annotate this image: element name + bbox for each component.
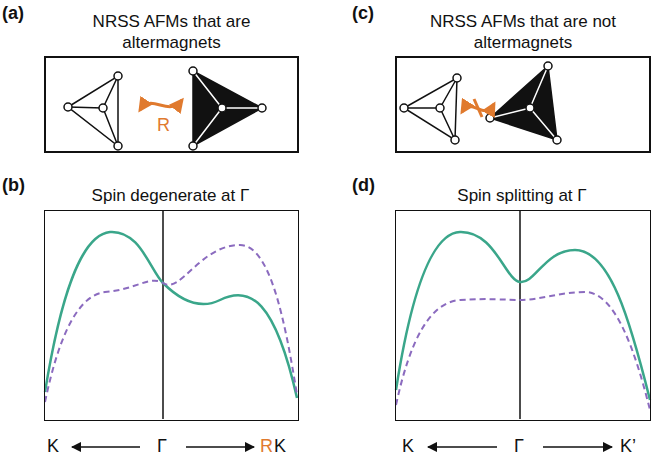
k-point: K (47, 436, 59, 457)
spin-down-band (396, 292, 650, 410)
structure-panel: NRSS AFMs that are not altermagnets (395, 56, 651, 153)
panel-title: NRSS AFMs that are not altermagnets (418, 11, 628, 53)
panel-title: NRSS AFMs that are altermagnets (77, 11, 267, 53)
band-plot: Spin splitting at Γ (395, 210, 651, 421)
spin-up-band (396, 232, 650, 400)
symmetry-arrow (140, 100, 182, 110)
panel-letter: (d) (352, 175, 375, 196)
axis-arrow (186, 446, 254, 448)
spin-down-band (45, 245, 297, 402)
tetrahedron-white (400, 74, 461, 144)
k-point: K (402, 436, 414, 457)
k-point: Γ (514, 436, 524, 457)
forbidden-arrow (462, 99, 494, 117)
panel-letter: (c) (352, 3, 374, 24)
tetrahedron-black (189, 67, 266, 150)
structure-panel: NRSS AFMs that are altermagnetsR (44, 56, 299, 153)
k-point: K (274, 436, 286, 457)
tetrahedron-black (486, 62, 561, 144)
symmetry-label: R (157, 115, 170, 136)
gamma-line (162, 211, 164, 419)
axis-arrow (543, 446, 612, 448)
tetrahedron-white (64, 72, 122, 150)
k-point: Γ (157, 436, 167, 457)
axis-arrow (72, 446, 140, 448)
operation-label: R (260, 436, 273, 457)
panel-title: Spin splitting at Γ (397, 185, 647, 206)
panel-letter: (a) (2, 3, 24, 24)
panel-title: Spin degenerate at Γ (46, 185, 296, 206)
k-point: K’ (620, 436, 636, 457)
band-plot: Spin degenerate at Γ (44, 210, 299, 421)
axis-arrow (428, 446, 497, 448)
panel-letter: (b) (2, 175, 25, 196)
gamma-line (519, 211, 521, 419)
